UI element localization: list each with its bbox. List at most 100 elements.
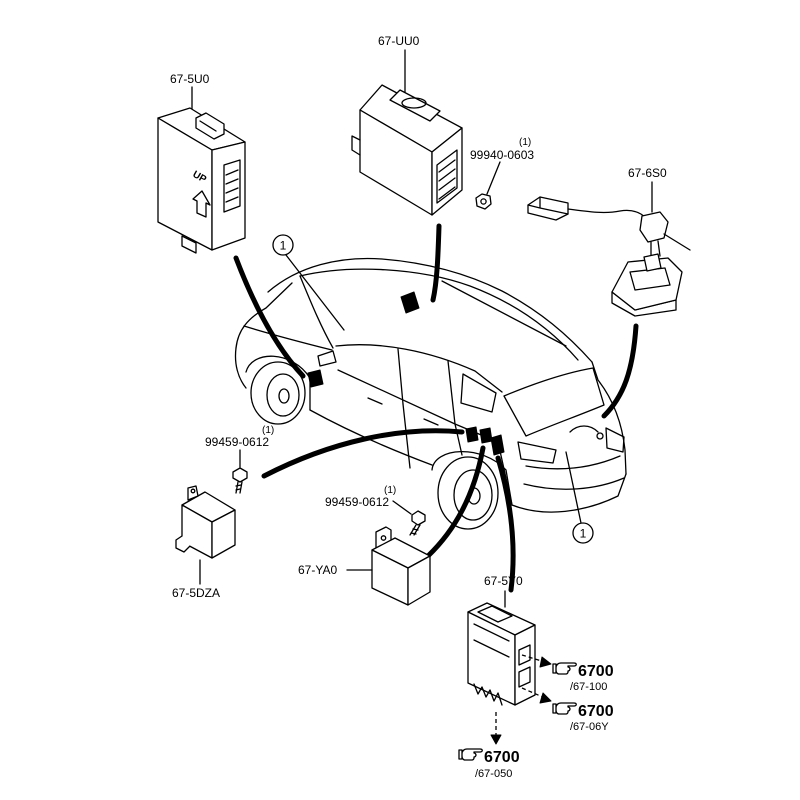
part-67-5u0: 67-5U0 UP [157,72,246,254]
leader-67-5u0 [233,255,306,379]
callout-bottom: 1 [565,451,594,544]
bolt-a-head [232,467,248,483]
vehicle-rear-bumper-top [523,477,625,490]
vehicle-rear-sensor-harness [569,425,599,433]
callout-top-circle [272,234,294,256]
leader-67-6s0 [601,323,639,419]
reference-1[interactable]: 6700 /67-100 [552,662,614,693]
harness-connector-edge [527,196,569,215]
module-connector-pins [438,159,456,200]
module-top-housing [389,89,441,122]
leader-67-uu0 [430,223,442,303]
reference-1-page: /67-100 [570,681,607,693]
module-bottom-tab [175,535,191,553]
bolt-a-part-number: 99459-0612 [205,435,269,449]
nut-hole [480,198,487,205]
module-top-clip-detail [199,120,217,132]
vehicle-window-top [335,344,503,393]
reference-arrows [490,654,552,745]
part-67-uu0-label: 67-UU0 [378,34,420,48]
part-67-ya0-label: 67-YA0 [298,563,337,577]
bolt-a-quantity: (1) [262,425,274,436]
nut-label-leader [486,161,501,195]
nut-99940-0603: (1) 99940-0603 [470,137,534,210]
up-arrow-icon [192,190,211,218]
vehicle-rear-pillar [591,361,627,475]
nut-hex [475,193,492,210]
leader-67-5dza [261,428,465,479]
module-side-tab [351,135,361,156]
reference-3[interactable]: 6700 /67-050 [458,748,520,780]
vehicle-c-pillar [447,360,456,425]
vehicle [234,257,627,530]
bolt-99459-0612-b: (1) 99459-0612 [325,485,426,536]
relay-side-face [407,555,431,606]
callout-bottom-circle [572,522,594,544]
mounted-module-67-5y0 [490,434,505,456]
part-67-5y0-label: 67-5Y0 [484,574,523,588]
callout-bottom-leader [565,451,582,524]
leader-67-5y0 [495,455,516,593]
vehicle-front-door-edge [402,403,411,469]
vehicle-front-rim [266,373,300,417]
part-67-5y0: 67-5Y0 [467,574,536,706]
callout-bottom-number: 1 [580,527,587,541]
location-leaders [233,223,639,593]
nut-quantity: (1) [519,137,531,148]
leader-67-ya0 [425,445,486,559]
part-67-5dza: 67-5DZA [172,485,236,600]
vehicle-roof-edge [299,268,579,361]
mounted-module-67-uu0 [400,291,420,314]
fuse-block-side-face [514,624,536,706]
vehicle-hatch-lower-edge [525,455,621,470]
fuse-block-side-slots [518,644,531,688]
bolt-b-shank [409,524,421,536]
vehicle-rear-window [503,367,605,437]
reference-1-group: 6700 [578,663,614,680]
bolt-b-label-leader [392,500,412,515]
harness-cable [567,208,647,219]
callout-top-number: 1 [280,239,287,253]
bolt-99459-0612-a: (1) 99459-0612 [205,425,274,494]
mounted-module-67-5u0 [307,369,324,388]
vehicle-quarter-window [460,373,497,413]
reference-3-page: /67-050 [475,768,512,780]
pointing-hand-icon [552,662,577,675]
module-top-clip [195,112,225,140]
vehicle-rear-bumper-bottom [511,473,627,513]
mounted-module-67-ya0 [479,427,493,444]
module-connector-pins [225,169,239,203]
reference-2[interactable]: 6700 /67-06Y [552,702,614,733]
vehicle-front-corner [234,347,247,389]
vehicle-roof-rail [441,280,567,347]
part-67-uu0: 67-UU0 [351,34,463,216]
vehicle-side-mirror [317,350,337,367]
part-67-6s0: 67-6S0 [527,166,691,317]
pointing-hand-icon [552,702,577,715]
vehicle-rear-door-edge [454,423,463,456]
vehicle-left-tail-lamp [517,441,557,464]
bolt-a-shank [235,481,243,494]
vehicle-right-tail-lamp [605,427,625,453]
mounted-module-markers [307,291,505,456]
module-bracket-hole [190,488,196,494]
vehicle-windshield-base [243,325,333,351]
reference-arrow-1-head [539,656,552,668]
callout-top: 1 [272,234,345,331]
bolt-b-quantity: (1) [384,485,396,496]
mounted-module-67-5dza [465,426,479,443]
vehicle-roof-outline [267,257,593,363]
module-side-face [211,509,236,559]
harness-connector [527,196,569,221]
vehicle-rear-rim [453,469,493,521]
vehicle-hood [235,282,293,349]
fuse-block-terminal-comb [473,683,503,706]
lamp-housing [611,257,683,311]
vehicle-front-door-handle [367,397,383,405]
module-connector [223,159,241,213]
reference-arrow-3-head [490,734,502,745]
module-mount-tab [181,235,197,254]
nut-part-number: 99940-0603 [470,148,534,162]
module-top-boss [401,97,427,109]
